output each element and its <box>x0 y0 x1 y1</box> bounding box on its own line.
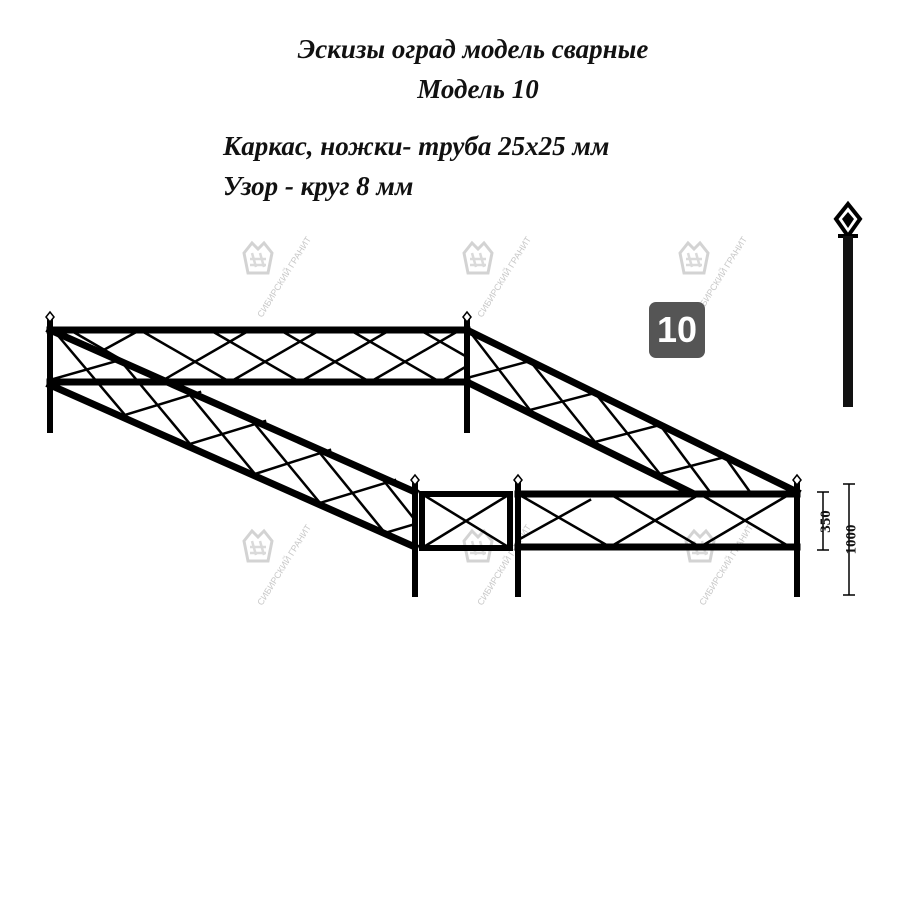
pattern-spec: Узор - круг 8 мм <box>223 171 414 201</box>
page-title: Эскизы оград модель сварные <box>297 34 649 64</box>
right-panel <box>462 325 802 497</box>
model-subtitle: Модель 10 <box>417 74 539 104</box>
watermark-text: СИБИРСКИЙ ГРАНИТ <box>254 234 313 319</box>
post-detail-icon <box>833 200 863 407</box>
watermark-text: СИБИРСКИЙ ГРАНИТ <box>696 522 755 607</box>
left-panel <box>45 325 420 552</box>
front-gate <box>419 491 513 551</box>
post-finial-icon <box>45 310 802 487</box>
fence-posts <box>47 319 800 597</box>
dimension-1000-label: 1000 <box>843 524 860 555</box>
model-badge: 10 <box>649 302 705 358</box>
watermark-text: СИБИРСКИЙ ГРАНИТ <box>474 522 533 607</box>
watermark-text: СИБИРСКИЙ ГРАНИТ <box>254 522 313 607</box>
dimension-350 <box>817 491 829 551</box>
dimension-1000 <box>843 483 855 596</box>
frame-spec: Каркас, ножки- труба 25х25 мм <box>223 131 610 161</box>
watermark-text: СИБИРСКИЙ ГРАНИТ <box>474 234 533 319</box>
dimension-350-label: 350 <box>817 510 834 533</box>
front-panel <box>514 490 801 551</box>
